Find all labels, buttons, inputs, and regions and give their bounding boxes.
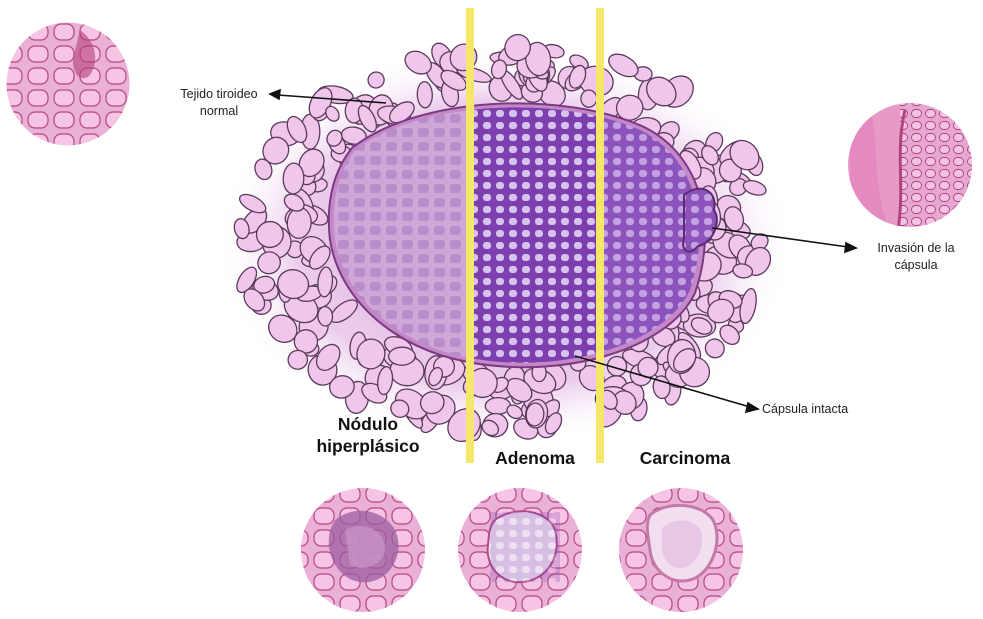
arrow-intact-capsule-head <box>746 403 758 412</box>
label-carcinoma: Carcinoma <box>625 447 745 469</box>
micrograph-normal <box>0 15 140 155</box>
arrow-normal-tissue-head <box>270 90 280 99</box>
micrograph-invasion <box>840 100 983 240</box>
follicle <box>417 81 433 108</box>
label-hyperplastic-nodule: Nódulo hiperplásico <box>293 413 443 457</box>
label-normal-tissue: Tejido tiroideo normal <box>168 86 270 120</box>
divider-line-left <box>466 8 474 463</box>
divider-line-right <box>596 8 604 463</box>
follicle <box>283 163 305 195</box>
follicle <box>581 90 597 108</box>
nodule-adenoma-region <box>470 80 600 380</box>
arrow-capsule-invasion-head <box>845 243 856 252</box>
label-adenoma: Adenoma <box>475 447 595 469</box>
label-capsule-invasion: Invasión de la cápsula <box>856 240 976 274</box>
micrograph-adenoma <box>455 485 595 619</box>
label-intact-capsule: Cápsula intacta <box>762 401 872 418</box>
micrograph-carcinoma <box>615 485 755 619</box>
micrograph-hyperplastic <box>295 485 435 619</box>
follicle <box>388 347 415 365</box>
